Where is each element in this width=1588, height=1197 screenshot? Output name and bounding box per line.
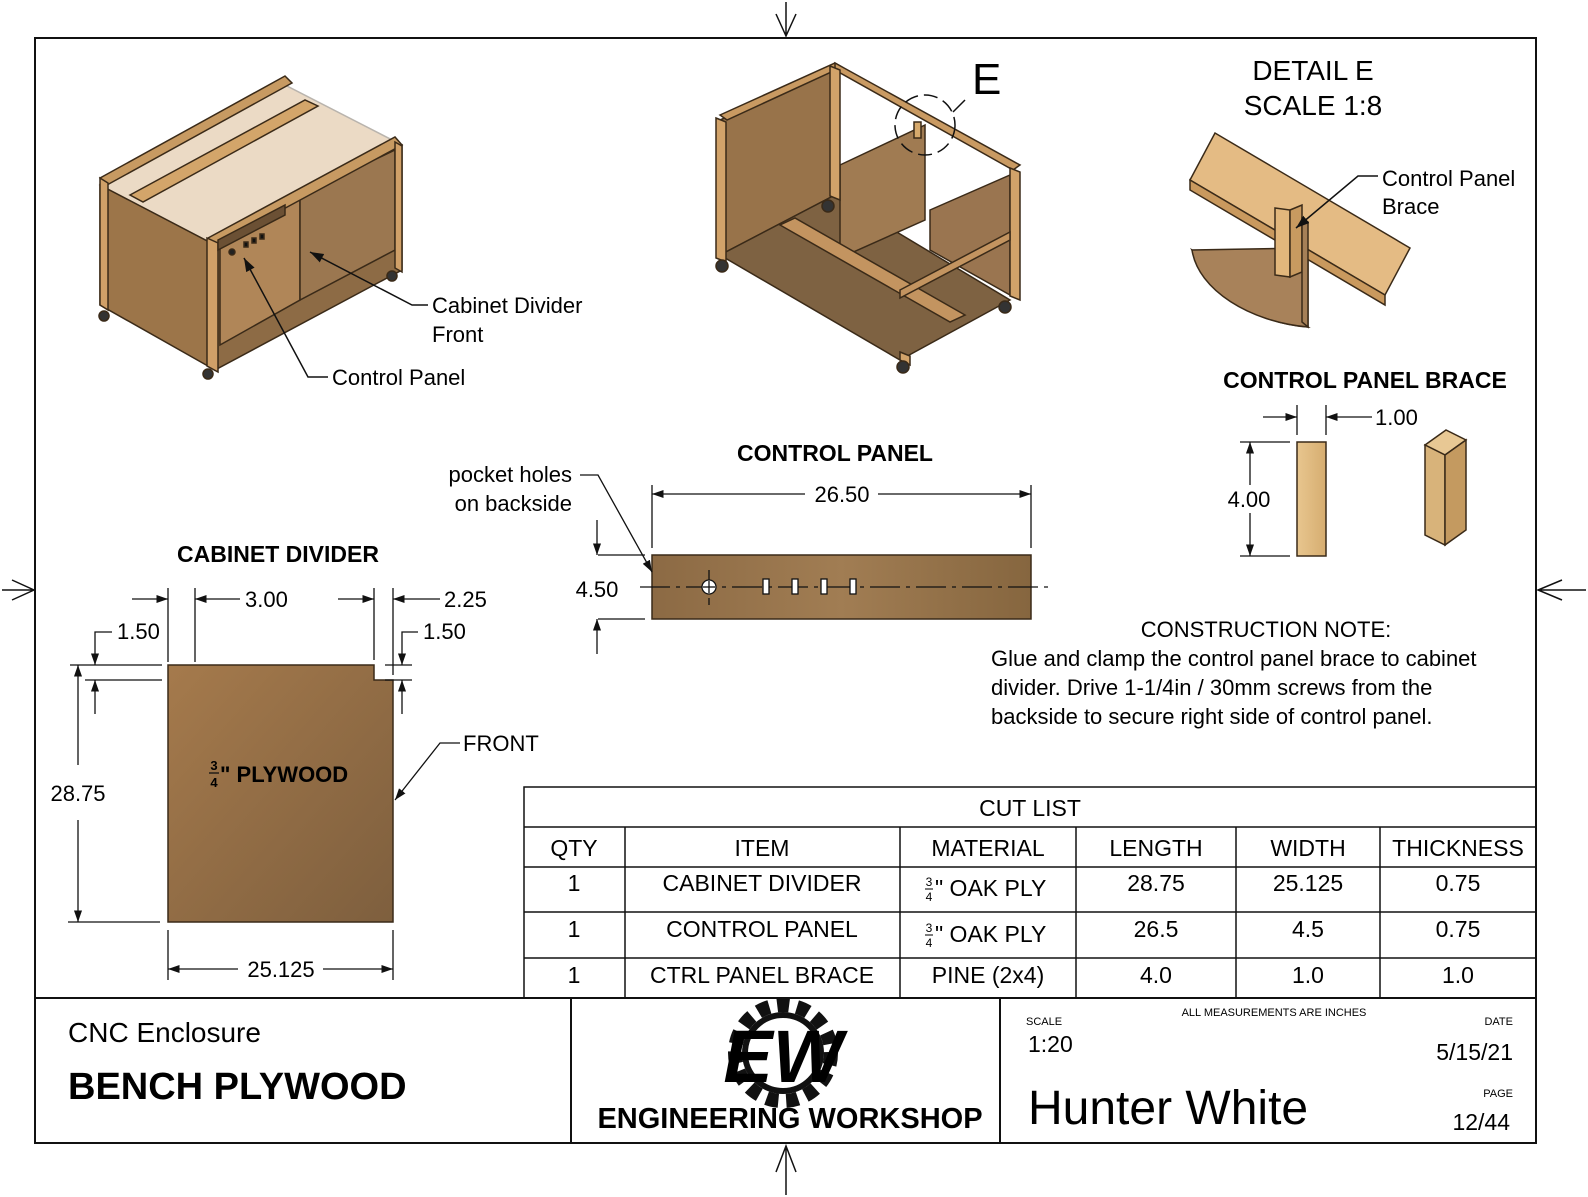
detail-marker-e: E — [972, 55, 1001, 104]
callout-control-panel-brace-2: Brace — [1382, 194, 1439, 219]
header-material: MATERIAL — [931, 835, 1045, 861]
header-item: ITEM — [735, 835, 790, 861]
divider-front-label: FRONT — [463, 731, 539, 756]
construction-note-line-2: divider. Drive 1-1/4in / 30mm screws fro… — [991, 675, 1432, 700]
divider-notch-left-offset: 1.50 — [117, 619, 160, 644]
gear-icon — [728, 998, 838, 1108]
divider-notch-right-depth: 1.50 — [423, 619, 466, 644]
part-name: BENCH PLYWOOD — [68, 1066, 407, 1108]
detail-e-circle — [894, 94, 966, 156]
page-label: PAGE — [1483, 1088, 1513, 1100]
project-name: CNC Enclosure — [68, 1017, 261, 1048]
iso-cabinet-front-view — [98, 75, 404, 380]
svg-text:1: 1 — [568, 870, 581, 896]
divider-width-dim: 25.125 — [247, 957, 314, 982]
svg-text:1: 1 — [568, 962, 581, 988]
divider-notch-right-width: 2.25 — [444, 587, 487, 612]
svg-text:EW: EW — [723, 1015, 848, 1098]
header-length: LENGTH — [1109, 835, 1202, 861]
header-width: WIDTH — [1270, 835, 1345, 861]
divider-height-dim: 28.75 — [50, 781, 105, 806]
table-row: 1 CABINET DIVIDER 3 4 " OAK PLY 28.75 25… — [568, 870, 1481, 904]
pocket-holes-note: pocket holes — [448, 462, 572, 487]
brace-height-dim: 4.00 — [1228, 487, 1271, 512]
svg-text:" PLYWOOD: " PLYWOOD — [220, 762, 348, 787]
control-panel-dims — [580, 474, 1032, 654]
divider-notch-left-width: 3.00 — [245, 587, 288, 612]
svg-text:0.75: 0.75 — [1436, 916, 1481, 942]
detail-e-drawing — [1189, 131, 1411, 329]
header-thickness: THICKNESS — [1392, 835, 1524, 861]
control-panel-title: CONTROL PANEL — [737, 440, 933, 466]
svg-text:3: 3 — [210, 758, 217, 773]
cabinet-divider-title: CABINET DIVIDER — [177, 541, 379, 567]
svg-text:" OAK PLY: " OAK PLY — [935, 921, 1046, 947]
construction-note-line-1: Glue and clamp the control panel brace t… — [991, 646, 1477, 671]
svg-text:25.125: 25.125 — [1273, 870, 1343, 896]
svg-text:PINE (2x4): PINE (2x4) — [932, 962, 1044, 988]
control-panel-height-dim: 4.50 — [576, 577, 619, 602]
svg-text:28.75: 28.75 — [1127, 870, 1185, 896]
date-label: DATE — [1484, 1016, 1513, 1028]
callout-cabinet-divider-front: Cabinet Divider — [432, 293, 582, 318]
cut-list-table — [523, 786, 1537, 999]
control-panel-brace-dims — [1240, 405, 1372, 557]
svg-text:4.0: 4.0 — [1140, 962, 1172, 988]
svg-text:3: 3 — [926, 875, 933, 889]
svg-text:0.75: 0.75 — [1436, 870, 1481, 896]
cabinet-divider-shape — [167, 664, 394, 923]
divider-material-label: 3 4 " PLYWOOD — [209, 758, 348, 790]
page-value: 12/44 — [1452, 1109, 1510, 1135]
detail-e-scale: SCALE 1:8 — [1244, 90, 1383, 121]
pocket-holes-note-2: on backside — [455, 491, 572, 516]
scale-value: 1:20 — [1028, 1031, 1073, 1057]
control-panel-brace-drawing — [1296, 429, 1468, 557]
svg-text:1.0: 1.0 — [1292, 962, 1324, 988]
measurement-note: ALL MEASUREMENTS ARE INCHES — [1182, 1007, 1367, 1019]
svg-text:1.0: 1.0 — [1442, 962, 1474, 988]
svg-text:" OAK PLY: " OAK PLY — [935, 875, 1046, 901]
detail-e-title: DETAIL E — [1252, 55, 1373, 86]
cabinet-divider-dims — [68, 588, 460, 980]
svg-text:CABINET DIVIDER: CABINET DIVIDER — [663, 870, 862, 896]
company-name: ENGINEERING WORKSHOP — [597, 1103, 982, 1135]
scale-label: SCALE — [1026, 1016, 1062, 1028]
cut-list-title: CUT LIST — [979, 795, 1081, 821]
svg-text:4.5: 4.5 — [1292, 916, 1324, 942]
svg-text:4: 4 — [926, 936, 933, 950]
company-logo: EW — [723, 998, 849, 1108]
svg-text:3: 3 — [926, 921, 933, 935]
callout-cabinet-divider-front-2: Front — [432, 322, 483, 347]
date-value: 5/15/21 — [1436, 1039, 1513, 1065]
iso-left-leaders — [243, 251, 428, 378]
construction-note-line-3: backside to secure right side of control… — [991, 704, 1432, 729]
control-panel-features — [640, 570, 1048, 605]
brace-width-dim: 1.00 — [1375, 405, 1418, 430]
construction-note-title: CONSTRUCTION NOTE: — [1141, 617, 1392, 642]
svg-text:26.5: 26.5 — [1134, 916, 1179, 942]
svg-text:CONTROL PANEL: CONTROL PANEL — [666, 916, 858, 942]
callout-control-panel-brace: Control Panel — [1382, 166, 1515, 191]
svg-text:4: 4 — [210, 775, 218, 790]
detail-e-leader — [1295, 175, 1378, 229]
table-row: 1 CTRL PANEL BRACE PINE (2x4) 4.0 1.0 1.… — [568, 962, 1474, 988]
control-panel-length-dim: 26.50 — [814, 482, 869, 507]
callout-control-panel: Control Panel — [332, 365, 465, 390]
svg-text:CTRL PANEL BRACE: CTRL PANEL BRACE — [650, 962, 874, 988]
cut-list-headers: QTY ITEM MATERIAL LENGTH WIDTH THICKNESS — [550, 835, 1523, 861]
svg-text:1: 1 — [568, 916, 581, 942]
header-qty: QTY — [550, 835, 597, 861]
svg-text:4: 4 — [926, 890, 933, 904]
iso-cabinet-rear-view — [715, 61, 1022, 374]
control-panel-brace-title: CONTROL PANEL BRACE — [1223, 367, 1507, 393]
table-row: 1 CONTROL PANEL 3 4 " OAK PLY 26.5 4.5 0… — [568, 916, 1481, 950]
author-name: Hunter White — [1028, 1082, 1308, 1135]
